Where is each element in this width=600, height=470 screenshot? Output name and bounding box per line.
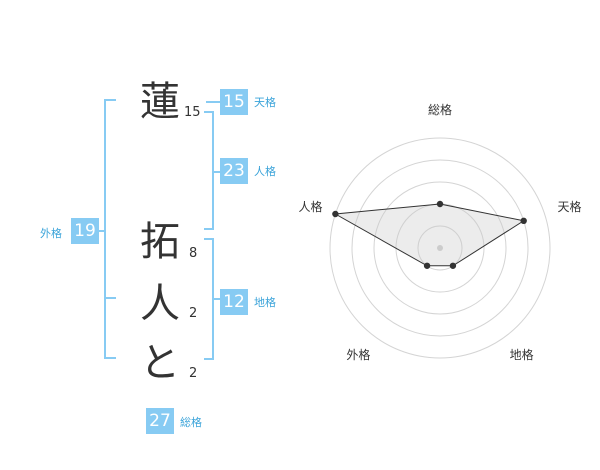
soukaku-badge: 27 <box>146 408 174 434</box>
radar-grid-ring <box>329 137 551 359</box>
gaikaku-bracket-vertical <box>104 99 106 359</box>
radar-point-3 <box>449 262 457 269</box>
radar-center-point <box>437 245 443 251</box>
stroke-count-3: 2 <box>189 306 198 321</box>
radar-point-4 <box>423 262 431 269</box>
tenkaku-connector <box>206 101 220 103</box>
jinkaku-bracket-vertical <box>212 111 214 230</box>
jinkaku-label: 人格 <box>254 165 276 178</box>
gaikaku-label: 外格 <box>40 227 62 240</box>
gaikaku-bracket-bottom <box>104 357 116 359</box>
radar-grid-ring <box>417 225 463 271</box>
chikaku-label: 地格 <box>254 296 276 309</box>
jinkaku-connector <box>212 171 220 173</box>
radar-grid-ring <box>351 159 529 337</box>
radar-axis-label-3: 地格 <box>510 347 534 362</box>
stroke-count-2: 8 <box>189 246 198 261</box>
gaikaku-bracket-mid <box>104 297 116 299</box>
chikaku-connector <box>212 298 220 300</box>
radar-axis-label-4: 外格 <box>346 347 370 362</box>
stroke-count-1: 15 <box>184 105 201 120</box>
jinkaku-bracket-bottom <box>204 228 214 230</box>
jinkaku-badge: 23 <box>220 158 248 184</box>
chikaku-bracket-top <box>204 238 214 240</box>
radar-axis-label-1: 総格 <box>428 102 452 117</box>
name-char-1: 蓮 <box>140 79 180 125</box>
radar-point-2 <box>520 217 527 225</box>
name-char-2: 拓 <box>140 219 180 265</box>
radar-grid-ring <box>373 181 507 315</box>
radar-point-1 <box>436 200 444 208</box>
soukaku-label: 総格 <box>180 416 202 429</box>
chikaku-badge: 12 <box>220 289 248 315</box>
gaikaku-bracket-top <box>104 99 116 101</box>
stroke-count-4: 2 <box>189 366 198 381</box>
jinkaku-bracket-top <box>204 111 214 113</box>
chikaku-bracket-bottom <box>204 358 214 360</box>
radar-axis-label-5: 人格 <box>298 199 322 214</box>
name-char-3: 人 <box>140 281 180 327</box>
radar-axis-label-2: 天格 <box>558 199 582 214</box>
tenkaku-badge: 15 <box>220 89 248 115</box>
gaikaku-badge: 19 <box>71 218 99 244</box>
name-char-4: と <box>140 340 180 386</box>
radar-point-5 <box>332 210 339 218</box>
gaikaku-connector <box>98 230 106 232</box>
tenkaku-label: 天格 <box>254 96 276 109</box>
radar-data-area <box>333 203 526 267</box>
